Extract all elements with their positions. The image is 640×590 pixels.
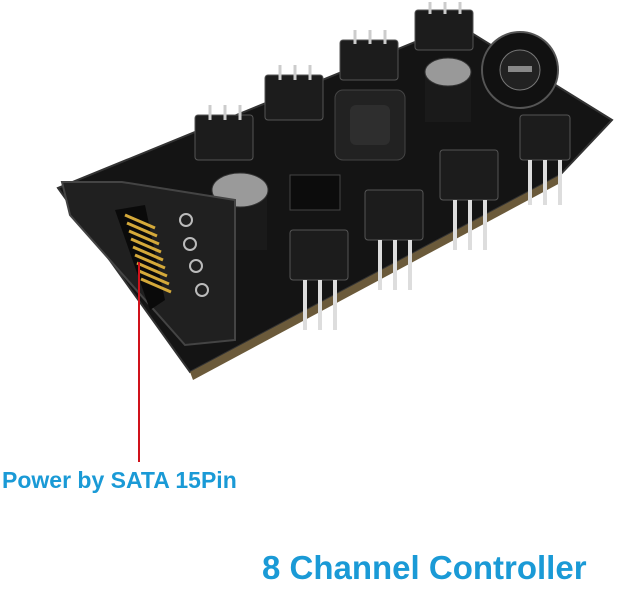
- rear-header-pins: [208, 2, 462, 120]
- sata-power-label: Power by SATA 15Pin: [2, 467, 237, 493]
- sata-connector: [60, 181, 236, 347]
- front-header-pins: [303, 160, 562, 330]
- ic-chip: [289, 174, 341, 211]
- capacitor-large: [424, 57, 472, 122]
- fan-controller-board-photo: [56, 2, 614, 462]
- front-fan-headers: [289, 114, 571, 281]
- rear-fan-headers: [194, 9, 474, 161]
- potentiometer-knob: [481, 31, 559, 109]
- product-title: 8 Channel Controller: [262, 549, 587, 586]
